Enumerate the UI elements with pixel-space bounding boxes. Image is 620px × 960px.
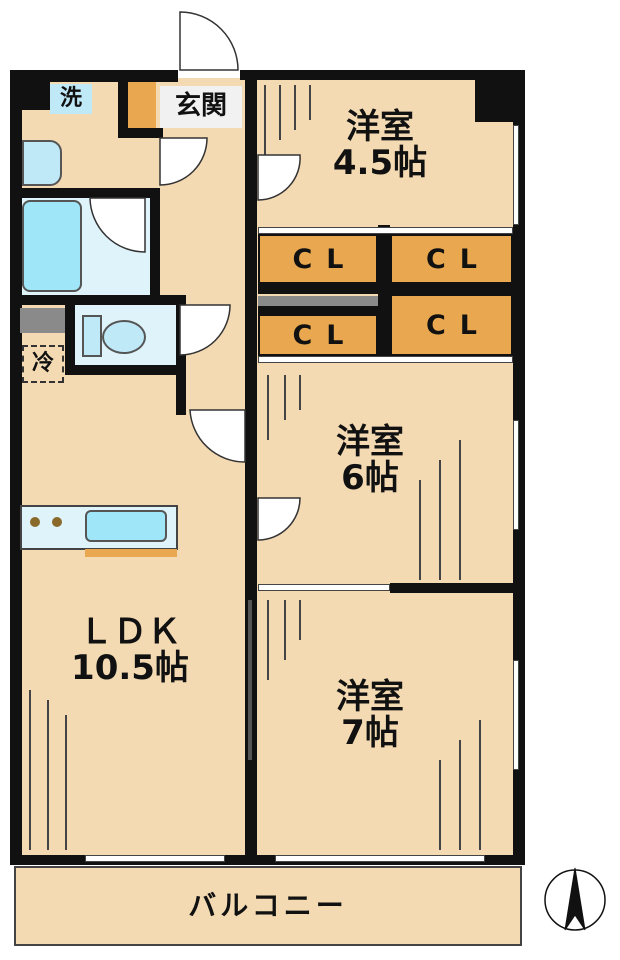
outer-wall	[10, 70, 178, 82]
toilet-bowl	[102, 320, 146, 354]
stove-burner	[30, 517, 40, 527]
room-name: ＬＤＫ	[79, 612, 181, 652]
interior-wall	[390, 583, 515, 593]
window	[513, 420, 519, 530]
closet-door[interactable]	[258, 356, 513, 363]
room-ldk: ＬＤＫ 10.5帖	[55, 612, 205, 688]
window	[85, 855, 225, 862]
interior-wall	[150, 188, 160, 298]
fridge-space: 冷	[22, 345, 64, 383]
room-size: 10.5帖	[71, 647, 189, 688]
stove-burner	[52, 517, 62, 527]
pillar	[10, 70, 50, 110]
window	[513, 660, 519, 770]
room-western-6: 洋室 6帖	[320, 422, 420, 498]
interior-wall	[65, 305, 75, 375]
entrance-area: 玄関	[160, 86, 242, 128]
toilet-tank	[82, 315, 102, 357]
kitchen-sink	[85, 510, 167, 542]
shelf	[20, 308, 65, 333]
interior-wall	[258, 306, 378, 314]
interior-wall	[18, 295, 186, 305]
balcony-label: バルコニー	[188, 889, 348, 923]
room-name: 洋室	[336, 422, 404, 462]
washer-space: 洗	[50, 84, 92, 114]
interior-wall	[258, 284, 513, 294]
outer-wall	[240, 70, 525, 80]
outer-wall	[10, 70, 22, 865]
sliding-door[interactable]	[258, 584, 390, 591]
outer-wall	[10, 855, 525, 865]
room-name: 洋室	[346, 107, 414, 147]
closet: CL	[390, 234, 513, 284]
room-size: 6帖	[341, 457, 399, 498]
bathtub	[22, 200, 82, 292]
room-size: 4.5帖	[332, 142, 428, 183]
shelf	[258, 296, 378, 306]
closet: CL	[258, 314, 378, 356]
room-name: 洋室	[336, 677, 404, 717]
window	[513, 125, 519, 225]
room-size: 7帖	[341, 712, 399, 753]
closet-door[interactable]	[258, 227, 513, 234]
fridge-label: 冷	[31, 351, 54, 377]
entrance-label: 玄関	[174, 91, 227, 122]
interior-wall	[65, 365, 185, 375]
counter-edge	[85, 549, 177, 557]
pillar	[475, 70, 525, 122]
room-western-45: 洋室 4.5帖	[320, 107, 440, 183]
closet: CL	[258, 234, 378, 284]
interior-wall	[118, 78, 128, 136]
balcony: バルコニー	[14, 866, 522, 946]
closet: CL	[390, 294, 513, 356]
shoe-cabinet	[128, 82, 156, 128]
room-western-7: 洋室 7帖	[320, 677, 420, 753]
wash-basin	[22, 140, 62, 186]
compass-icon	[544, 867, 606, 931]
interior-wall	[118, 128, 163, 138]
washer-label: 洗	[59, 86, 82, 112]
window	[275, 855, 485, 862]
interior-wall	[18, 188, 158, 198]
entry-door	[179, 11, 239, 71]
